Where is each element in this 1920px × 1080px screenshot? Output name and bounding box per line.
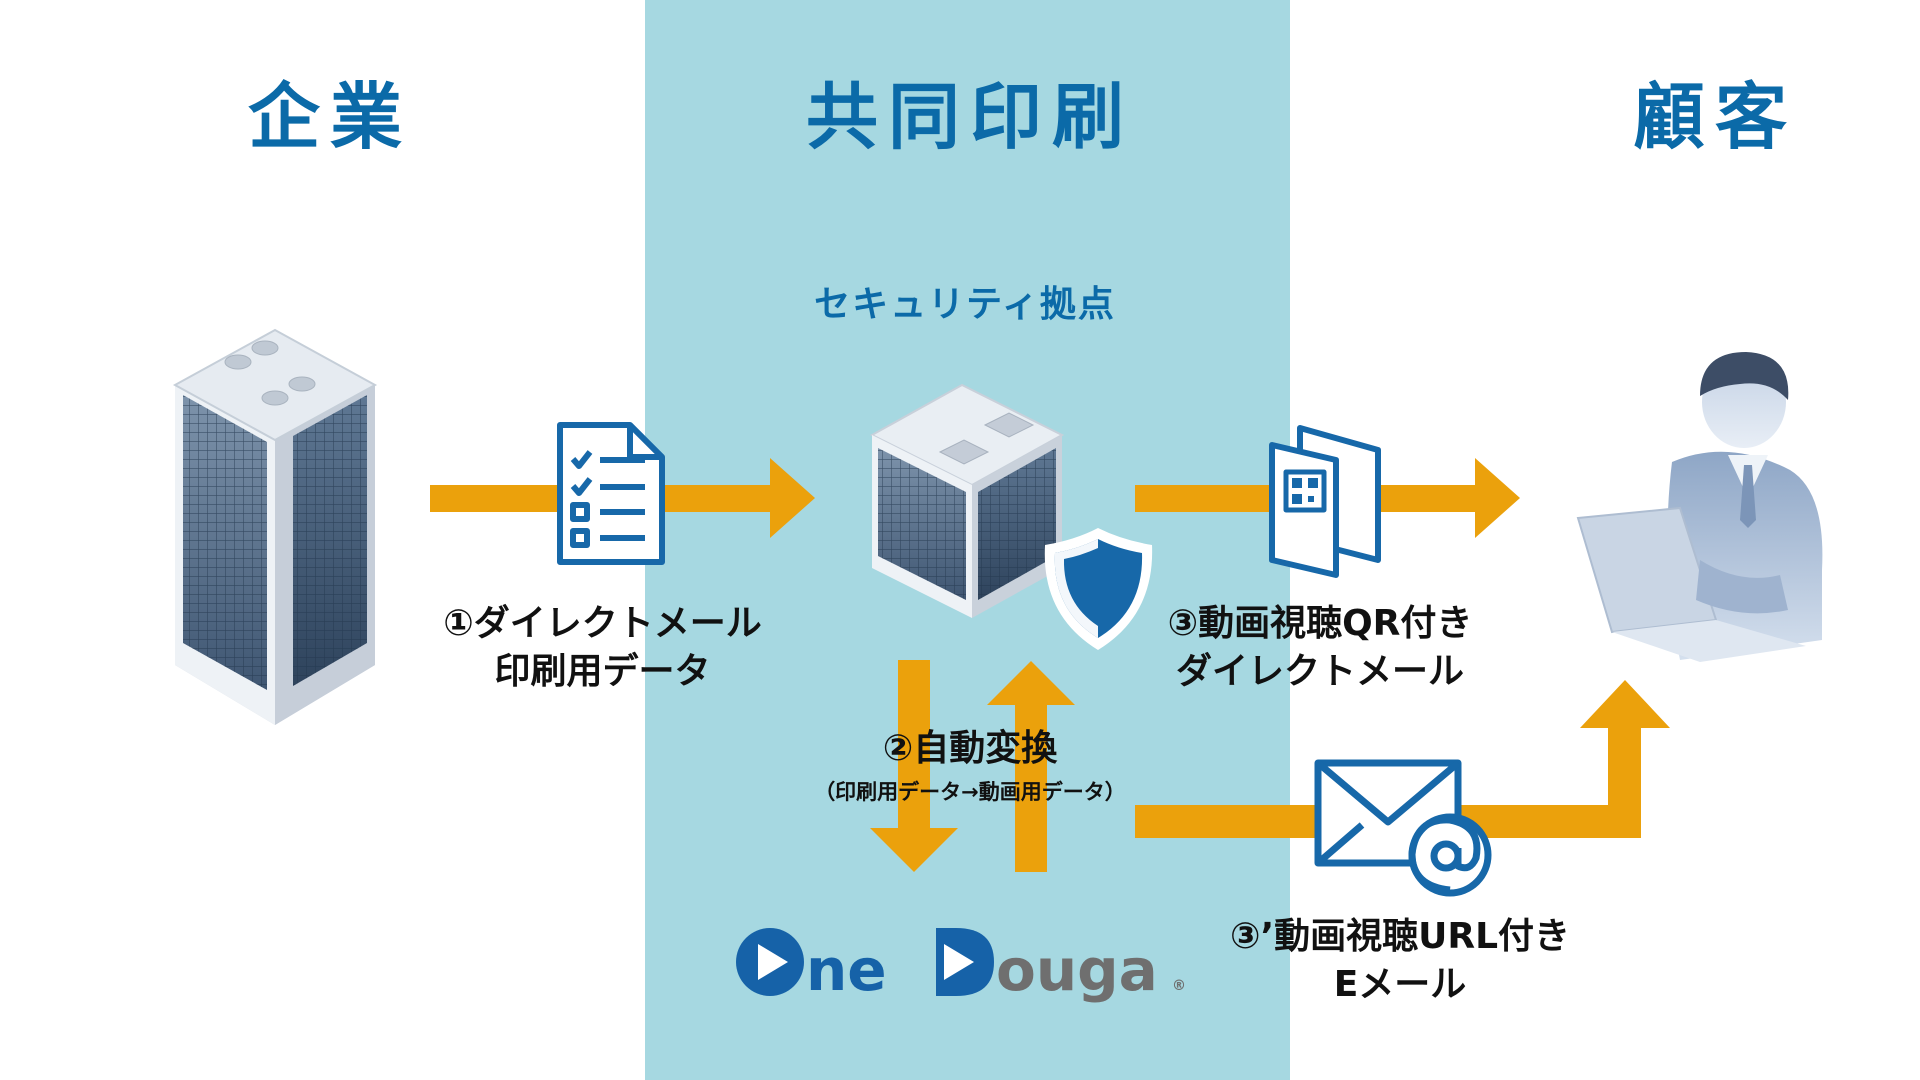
- security-site-subtitle: セキュリティ拠点: [814, 284, 1116, 325]
- datacenter-cube-icon: [869, 383, 1065, 618]
- office-building-icon: [172, 328, 378, 725]
- step1-label: ①ダイレクトメール 印刷用データ: [430, 600, 775, 696]
- step2-title: ②自動変換: [882, 728, 1058, 769]
- step3b-line2: Eメール: [1333, 964, 1467, 1005]
- step3-line1: ③動画視聴QR付き: [1167, 603, 1473, 644]
- customer-with-laptop-icon: [1576, 352, 1823, 662]
- step3b-line1: ③’動画視聴URL付き: [1229, 916, 1571, 957]
- step1-line2: 印刷用データ: [494, 651, 711, 692]
- step2-detail: （印刷用データ→動画用データ）: [814, 780, 1126, 804]
- customer-column-title: 顧客: [1632, 75, 1797, 159]
- checklist-document-icon: [557, 422, 665, 565]
- security-shield-icon: [1044, 528, 1153, 650]
- logo-text-ouga: ouga: [996, 936, 1158, 1004]
- company-column-title: 企業: [247, 75, 412, 159]
- kyodo-printing-column-title: 共同印刷: [805, 75, 1134, 159]
- step3-label: ③動画視聴QR付き ダイレクトメール: [1150, 600, 1490, 696]
- logo-text-ne: ne: [806, 936, 887, 1004]
- email-at-icon: [1314, 759, 1492, 897]
- step3-line2: ダイレクトメール: [1175, 651, 1464, 692]
- step3b-label: ③’動画視聴URL付き Eメール: [1210, 913, 1590, 1009]
- qr-folded-mail-icon: [1269, 425, 1381, 578]
- arrow-up-conversion: [987, 661, 1075, 872]
- logo-registered-mark: ®: [1172, 978, 1186, 994]
- step1-line1: ①ダイレクトメール: [443, 603, 762, 644]
- onedouga-logo: ne ouga ®: [736, 928, 1186, 1004]
- arrow-down-conversion: [870, 660, 958, 872]
